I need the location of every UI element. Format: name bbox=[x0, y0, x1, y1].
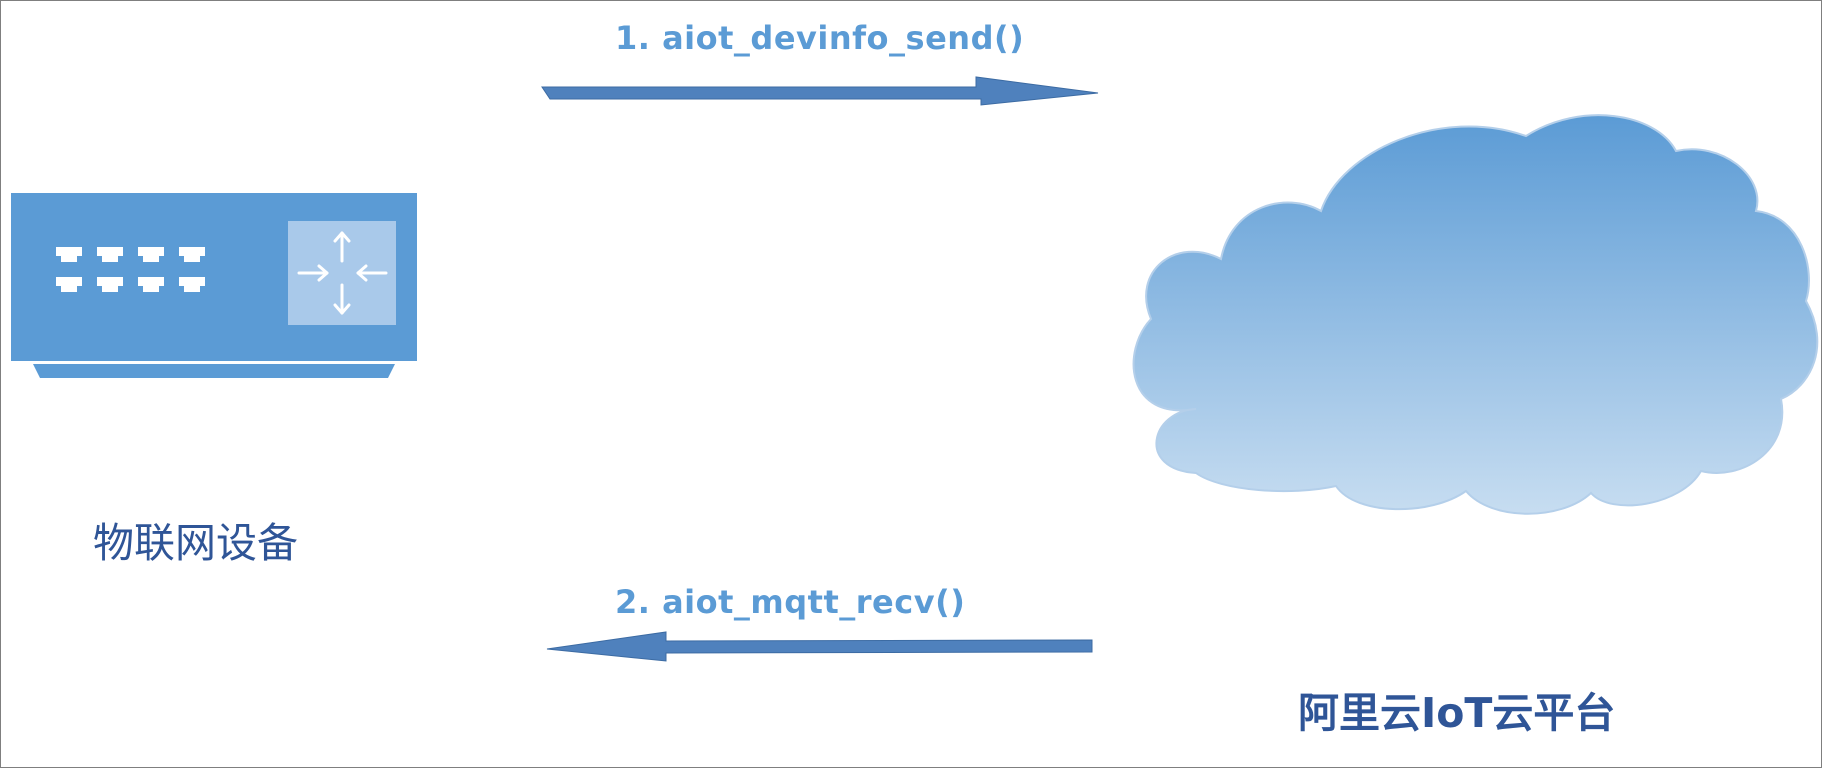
cloud-label: 阿里云IoT云平台 bbox=[1298, 689, 1616, 737]
edge-label-send: 1. aiot_devinfo_send() bbox=[615, 19, 1025, 57]
edge-arrow-send bbox=[541, 76, 1099, 106]
switch-arrows bbox=[297, 231, 388, 315]
cloud-icon bbox=[1132, 114, 1819, 515]
edge-label-recv: 2. aiot_mqtt_recv() bbox=[615, 583, 966, 621]
switch-ports bbox=[56, 247, 205, 292]
edge-arrow-recv bbox=[546, 631, 1093, 662]
network-switch-icon bbox=[11, 193, 417, 378]
device-label: 物联网设备 bbox=[93, 519, 298, 567]
